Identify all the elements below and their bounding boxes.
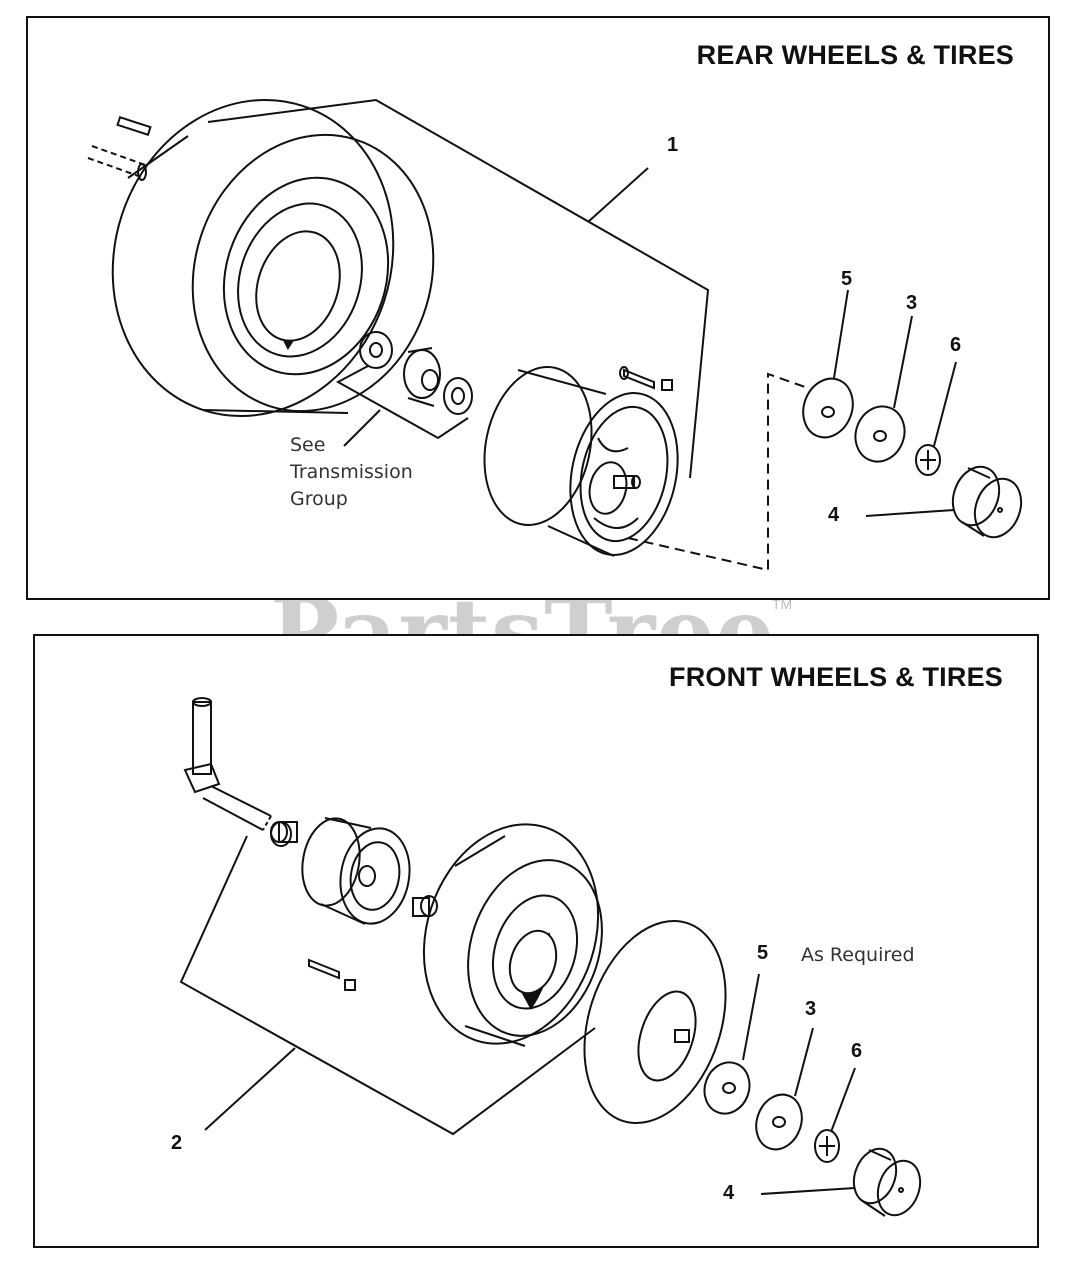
- as-required-note: As Required: [801, 944, 915, 966]
- callout-3-leader: [893, 315, 913, 409]
- callout-1: 1: [667, 134, 679, 156]
- front-wheels-panel: FRONT WHEELS & TIRES: [33, 634, 1039, 1248]
- callout-6-leader: [933, 361, 957, 447]
- callout-5: 5: [841, 268, 853, 290]
- callout-4-leader: [760, 1187, 856, 1195]
- callout-4: 4: [723, 1182, 735, 1204]
- callout-6: 6: [950, 334, 962, 356]
- washer-3-icon: [854, 405, 906, 463]
- trademark-mark: TM: [772, 596, 793, 612]
- rear-rim-icon: [483, 366, 679, 557]
- alignment-guide: [627, 372, 809, 572]
- callout-4-leader: [865, 509, 955, 517]
- callout-6-leader: [830, 1067, 856, 1133]
- front-wheel-exploded-diagram: [179, 697, 922, 1217]
- valve-stem-icon: [308, 958, 356, 991]
- rear-section-title: REAR WHEELS & TIRES: [696, 40, 1014, 70]
- key-pin-icon: [87, 115, 152, 181]
- washer-3-icon: [755, 1093, 803, 1151]
- hub-cap-4-icon: [951, 465, 1023, 539]
- hub-cap-4-icon: [852, 1147, 922, 1217]
- rear-wheels-panel: REAR WHEELS & TIRES: [26, 16, 1050, 600]
- front-section-title: FRONT WHEELS & TIRES: [669, 662, 1003, 692]
- washer-5-icon: [703, 1061, 751, 1115]
- note-line: Transmission: [290, 461, 413, 483]
- callout-4: 4: [828, 504, 840, 526]
- spacer-washer-icon: [335, 331, 473, 447]
- washer-5-icon: [802, 377, 854, 439]
- note-line: Group: [290, 488, 348, 510]
- rear-wheel-exploded-diagram: [87, 98, 1023, 572]
- callout-2-pointer: [204, 1047, 296, 1131]
- callout-3-leader: [794, 1027, 814, 1097]
- callout-3: 3: [805, 998, 817, 1020]
- callout-2: 2: [171, 1132, 183, 1154]
- callout-6: 6: [851, 1040, 863, 1062]
- tube-ring-icon: [583, 920, 727, 1124]
- front-tire-icon: [422, 823, 603, 1047]
- callout-5-leader: [742, 973, 760, 1061]
- valve-stem-icon: [619, 366, 673, 391]
- rear-tire-icon: [111, 98, 435, 418]
- callout-3: 3: [906, 292, 918, 314]
- callout-1-leader: [207, 98, 710, 479]
- retaining-ring-6-icon: [814, 1129, 840, 1163]
- callout-5-leader: [833, 289, 849, 379]
- note-line: See: [290, 434, 326, 456]
- front-rim-icon: [301, 817, 411, 925]
- see-transmission-note: See Transmission Group: [290, 432, 413, 513]
- retaining-ring-6-icon: [915, 444, 941, 476]
- callout-2-leader: [179, 835, 596, 1136]
- bushing-icon: [270, 821, 298, 843]
- callout-5: 5: [757, 942, 769, 964]
